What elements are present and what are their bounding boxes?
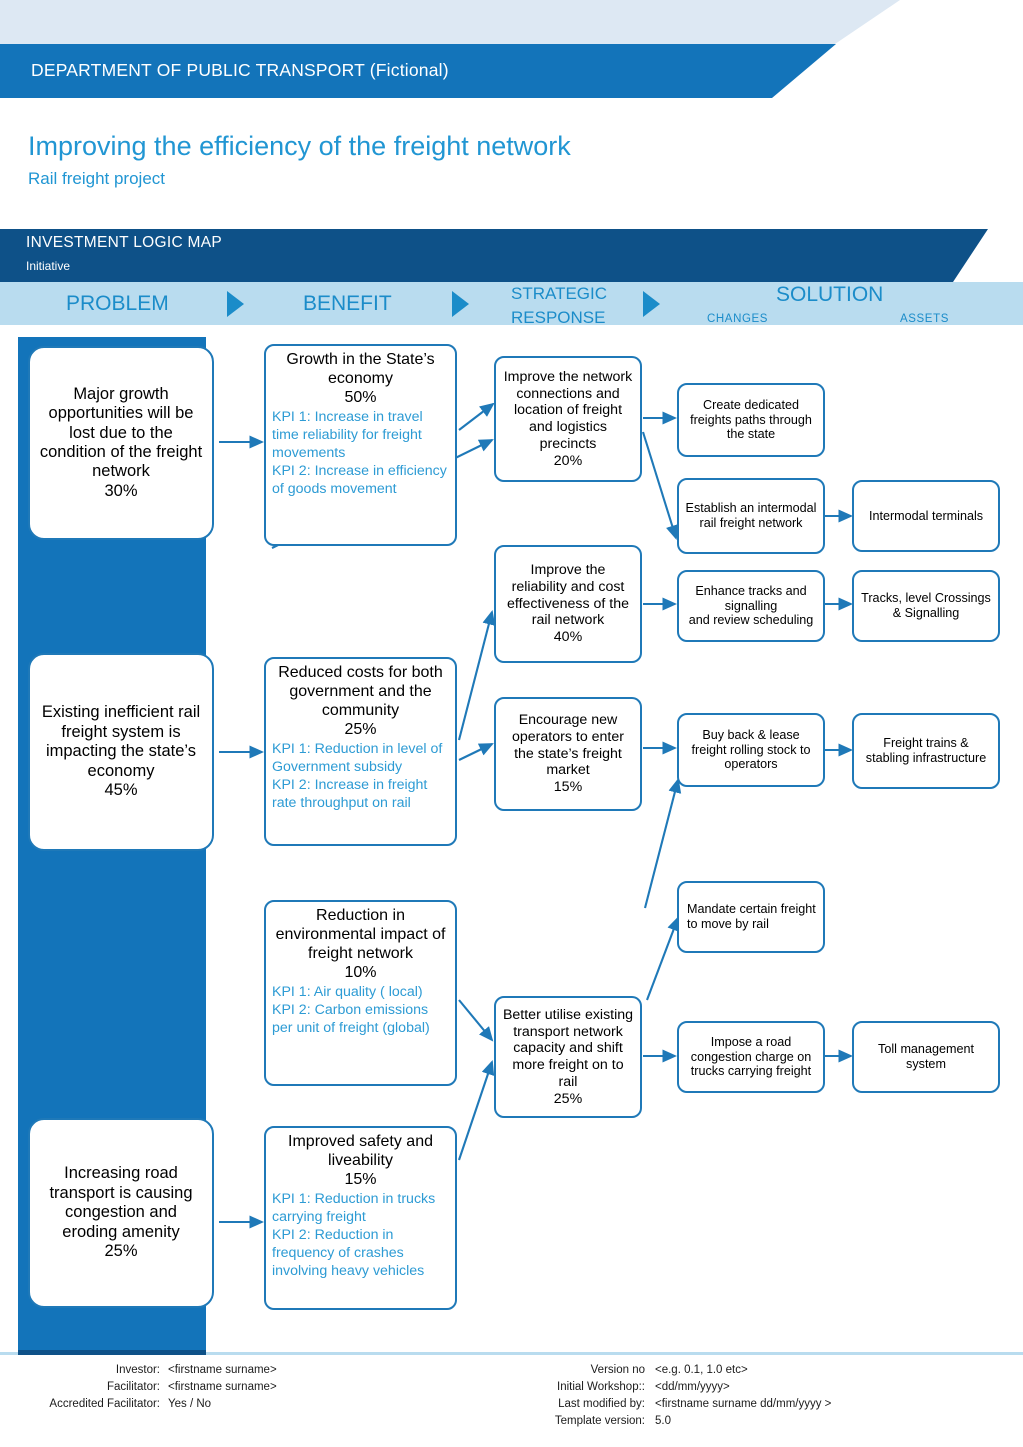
change-box-2[interactable]: Establish an intermodal rail freight net… (677, 478, 825, 554)
asset-box-1[interactable]: Intermodal terminals (852, 480, 1000, 552)
asset-4-text: Toll management system (878, 1042, 974, 1071)
column-header-changes: CHANGES (707, 313, 769, 325)
benefit-box-2[interactable]: Reduced costs for both government and th… (264, 657, 457, 846)
column-header-strategic-response-line1: STRATEGIC (511, 284, 608, 303)
strategic-response-4-weight: 25% (553, 1090, 583, 1107)
footer-value-last-modified-by: <firstname surname dd/mm/yyyy > (655, 1398, 832, 1410)
footer-label-accredited-facilitator: Accredited Facilitator: (49, 1398, 160, 1410)
strategic-response-box-1[interactable]: Improve the network connections and loca… (494, 356, 642, 482)
benefit-1-weight: 50% (344, 388, 377, 406)
footer-value-initial-workshop: <dd/mm/yyyy> (655, 1381, 730, 1393)
benefit-box-1[interactable]: Growth in the State’s economy 50% KPI 1:… (264, 344, 457, 546)
strategic-response-box-3[interactable]: Encourage new operators to enter the sta… (494, 697, 642, 811)
change-5-text: Mandate certain freight to move by rail (687, 902, 816, 931)
chevron-right-icon-1 (227, 291, 244, 317)
ilm-band-subtitle: Initiative (26, 259, 71, 273)
change-1-text: Create dedicated freights paths through … (690, 397, 812, 442)
department-title: DEPARTMENT OF PUBLIC TRANSPORT (Fictiona… (31, 60, 449, 80)
problem-box-2[interactable]: Existing inefficient rail freight system… (28, 653, 214, 851)
problem-3-text: Increasing road transport is causing con… (49, 1164, 193, 1241)
benefit-2-weight: 25% (344, 720, 377, 738)
footer-value-facilitator: <firstname surname> (168, 1381, 277, 1393)
footer-divider (0, 1352, 1023, 1355)
page-subtitle: Rail freight project (28, 169, 166, 188)
change-box-4[interactable]: Buy back & lease freight rolling stock t… (677, 713, 825, 787)
benefit-1-kpi-1: KPI 1: Increase in travel time reliabili… (272, 408, 423, 461)
footer-value-version-no: <e.g. 0.1, 1.0 etc> (655, 1364, 748, 1376)
column-header-strategic-response-line2: RESPONSE (511, 308, 606, 327)
strategic-response-2-text: Improve the reliability and cost effecti… (507, 562, 629, 629)
asset-box-3[interactable]: Freight trains & stabling infrastructure (852, 713, 1000, 789)
strategic-response-2-weight: 40% (553, 629, 583, 646)
footer-label-version-no: Version no (590, 1364, 645, 1376)
benefit-2-kpi-2: KPI 2: Increase in freight rate throughp… (272, 776, 428, 812)
chevron-right-icon-3 (643, 291, 660, 317)
benefit-2-text: Reduced costs for both government and th… (278, 664, 443, 719)
benefit-box-3[interactable]: Reduction in environmental impact of fre… (264, 900, 457, 1086)
problem-box-3[interactable]: Increasing road transport is causing con… (28, 1118, 214, 1308)
change-6-text: Impose a road congestion charge on truck… (690, 1034, 812, 1079)
change-4-text: Buy back & lease freight rolling stock t… (691, 727, 811, 772)
column-header-band (0, 282, 1023, 325)
benefit-4-kpi-1: KPI 1: Reduction in trucks carrying frei… (272, 1190, 436, 1225)
ilm-band-title: INVESTMENT LOGIC MAP (26, 234, 223, 251)
page-title: Improving the efficiency of the freight … (28, 131, 571, 161)
problem-3-weight: 25% (104, 1242, 138, 1261)
benefit-3-kpi-2: KPI 2: Carbon emissions per unit of frei… (272, 1001, 430, 1036)
change-box-1[interactable]: Create dedicated freights paths through … (677, 383, 825, 457)
footer-label-template-version: Template version: (554, 1415, 645, 1427)
asset-box-4[interactable]: Toll management system (852, 1021, 1000, 1093)
footer-value-accredited-facilitator: Yes / No (168, 1398, 212, 1410)
strategic-response-4-text: Better utilise existing transport networ… (502, 1006, 634, 1090)
column-header-solution: SOLUTION (776, 283, 884, 306)
footer-label-investor: Investor: (115, 1364, 160, 1376)
footer-label-facilitator: Facilitator: (106, 1381, 160, 1393)
strategic-response-box-4[interactable]: Better utilise existing transport networ… (494, 996, 642, 1118)
problem-1-text: Major growth opportunities will be lost … (39, 384, 203, 481)
asset-box-2[interactable]: Tracks, level Crossings & Signalling (852, 570, 1000, 642)
footer-label-last-modified-by: Last modified by: (558, 1398, 645, 1410)
benefit-3-kpi-1: KPI 1: Air quality ( local) (272, 983, 423, 1000)
column-header-assets: ASSETS (900, 313, 949, 325)
column-header-benefit: BENEFIT (303, 292, 392, 315)
strategic-response-3-text: Encourage new operators to enter the sta… (512, 712, 624, 779)
benefit-box-4[interactable]: Improved safety and liveability 15% KPI … (264, 1126, 457, 1310)
strategic-response-1-text: Improve the network connections and loca… (503, 368, 633, 452)
footer-value-template-version: 5.0 (655, 1415, 671, 1427)
problem-2-text: Existing inefficient rail freight system… (41, 703, 201, 780)
change-3-text: Enhance tracks and signalling and review… (688, 583, 814, 628)
change-box-6[interactable]: Impose a road congestion charge on truck… (677, 1021, 825, 1093)
footer-label-initial-workshop: Initial Workshop:: (557, 1381, 645, 1393)
asset-1-text: Intermodal terminals (868, 508, 984, 523)
asset-2-text: Tracks, level Crossings & Signalling (861, 591, 991, 620)
benefit-4-kpi-2: KPI 2: Reduction in frequency of crashes… (272, 1226, 425, 1280)
problem-1-weight: 30% (104, 481, 138, 500)
footer-divider-accent (18, 1350, 206, 1355)
benefit-4-text: Improved safety and liveability (288, 1133, 433, 1169)
benefit-2-kpi-1: KPI 1: Reduction in level of Government … (272, 740, 443, 775)
investment-logic-map-band (0, 229, 988, 282)
change-2-text: Establish an intermodal rail freight net… (685, 501, 817, 530)
column-header-problem: PROBLEM (66, 292, 169, 315)
strategic-response-box-2[interactable]: Improve the reliability and cost effecti… (494, 545, 642, 663)
change-box-5[interactable]: Mandate certain freight to move by rail (677, 881, 825, 953)
problem-box-1[interactable]: Major growth opportunities will be lost … (28, 346, 214, 540)
benefit-3-text: Reduction in environmental impact of fre… (275, 907, 446, 962)
chevron-right-icon-2 (452, 291, 469, 317)
problem-2-weight: 45% (104, 781, 138, 800)
asset-3-text: Freight trains & stabling infrastructure (865, 736, 987, 765)
benefit-3-weight: 10% (344, 963, 377, 981)
strategic-response-3-weight: 15% (553, 779, 583, 796)
benefit-1-kpi-2: KPI 2: Increase in efficiency of goods m… (272, 463, 447, 498)
top-banner-decoration (0, 0, 900, 44)
benefit-4-weight: 15% (344, 1170, 377, 1188)
strategic-response-1-weight: 20% (553, 452, 583, 469)
change-box-3[interactable]: Enhance tracks and signalling and review… (677, 570, 825, 642)
benefit-1-text: Growth in the State’s economy (286, 351, 435, 387)
department-banner (0, 44, 836, 98)
footer-value-investor: <firstname surname> (168, 1364, 277, 1376)
